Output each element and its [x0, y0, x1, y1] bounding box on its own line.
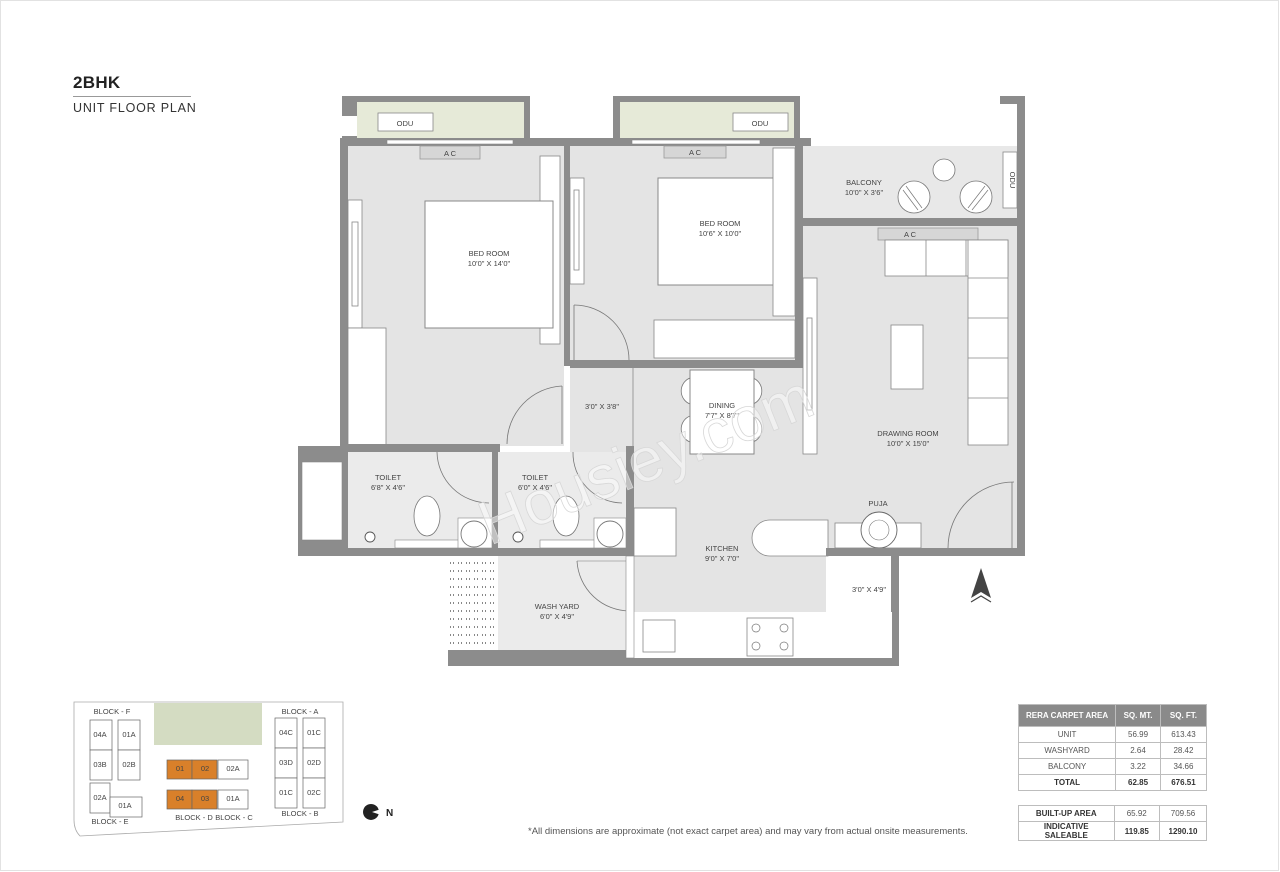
odu-label: ODU [397, 119, 414, 128]
room-washyard: WASH YARD 6'0" X 4'9" [448, 556, 631, 666]
ac-label: A C [444, 149, 457, 158]
room-dims: 10'0" X 3'6" [845, 188, 884, 197]
room-name: BALCONY [846, 178, 882, 187]
wall [570, 360, 805, 368]
room-bedroom-1: A C BED ROOM 10'0" X 14'0" [347, 139, 564, 446]
room-drawing-dining: A C DRAWING ROOM 10'0" X 15'0" DINING 7'… [570, 226, 1017, 549]
wall [298, 548, 634, 556]
svg-text:01C: 01C [307, 728, 321, 737]
wall [492, 446, 498, 556]
svg-text:04A: 04A [93, 730, 106, 739]
wall [891, 548, 899, 666]
col-header: SQ. FT. [1159, 704, 1208, 727]
unit-type-heading: 2BHK [73, 73, 121, 92]
room-toilet-1: TOILET 6'8" X 4'6" [298, 446, 493, 556]
room-dims: 10'6" X 10'0" [699, 229, 742, 238]
odu-balcony-right: ODU [613, 96, 800, 142]
room-dims: 7'7" X 8'7" [705, 411, 739, 420]
key-plan-open-space [154, 703, 262, 745]
wall [803, 218, 1017, 226]
room-name: TOILET [375, 473, 402, 482]
room-name: DINING [709, 401, 735, 410]
table-row: BUILT-UP AREA 65.92 709.56 [1018, 805, 1207, 822]
room-dims: 10'0" X 15'0" [887, 439, 930, 448]
svg-text:02: 02 [201, 764, 209, 773]
svg-text:01A: 01A [118, 801, 131, 810]
table-row: BALCONY 3.22 34.66 [1017, 758, 1208, 775]
svg-text:BLOCK - E: BLOCK - E [91, 817, 128, 826]
svg-text:01: 01 [176, 764, 184, 773]
rera-carpet-area-table: RERA CARPET AREA SQ. MT. SQ. FT. UNIT 56… [1017, 704, 1208, 791]
room-dims: 10'0" X 14'0" [468, 259, 511, 268]
ac-label: A C [689, 148, 702, 157]
svg-text:BLOCK - B: BLOCK - B [281, 809, 318, 818]
svg-text:01A: 01A [226, 794, 239, 803]
table-row: INDICATIVE SALEABLE 119.85 1290.10 [1018, 821, 1207, 841]
disclaimer-note: *All dimensions are approximate (not exa… [528, 826, 968, 837]
svg-text:02D: 02D [307, 758, 321, 767]
builtup-saleable-table: BUILT-UP AREA 65.92 709.56 INDICATIVE SA… [1018, 805, 1207, 841]
table-row: WASHYARD 2.64 28.42 [1017, 742, 1208, 759]
odu-label: ODU [1008, 172, 1017, 189]
svg-text:BLOCK - C: BLOCK - C [215, 813, 253, 822]
room-toilet-2: TOILET 6'0" X 4'6" [498, 451, 627, 549]
key-plan: BLOCK - F BLOCK - E 04A 01A 03B 02B 02A … [73, 701, 344, 837]
hob [746, 617, 794, 657]
svg-text:N: N [386, 808, 393, 819]
title-divider [73, 96, 191, 97]
kitchen-sink [642, 619, 676, 653]
room-bedroom-2: A C BED ROOM 10'6" X 10'0" [569, 139, 803, 361]
key-plan-north-icon: N [363, 803, 393, 820]
plan-subtitle: UNIT FLOOR PLAN [73, 101, 197, 115]
room-name: TOILET [522, 473, 549, 482]
svg-text:02A: 02A [226, 764, 239, 773]
svg-text:03B: 03B [93, 760, 106, 769]
wall [826, 548, 1017, 556]
room-dims: 6'0" X 4'6" [518, 483, 552, 492]
room-name: BED ROOM [469, 249, 510, 258]
svg-text:BLOCK - F: BLOCK - F [94, 707, 131, 716]
svg-text:02C: 02C [307, 788, 321, 797]
svg-text:BLOCK - A: BLOCK - A [282, 707, 319, 716]
room-kitchen: KITCHEN 9'0" X 7'0" 3'0" X 4'9" [633, 507, 886, 657]
table-total-row: TOTAL 62.85 676.51 [1017, 774, 1208, 791]
svg-text:01A: 01A [122, 730, 135, 739]
col-header: RERA CARPET AREA [1017, 704, 1117, 727]
wall [340, 444, 500, 452]
puja-label: PUJA [868, 499, 887, 508]
wall [625, 555, 635, 659]
room-name: KITCHEN [706, 544, 739, 553]
svg-text:BLOCK - D: BLOCK - D [175, 813, 213, 822]
room-name: WASH YARD [535, 602, 580, 611]
svg-text:03: 03 [201, 794, 209, 803]
north-arrow-icon [970, 568, 992, 603]
room-name: BED ROOM [700, 219, 741, 228]
col-header: SQ. MT. [1115, 704, 1161, 727]
svg-text:02A: 02A [93, 793, 106, 802]
wall [795, 146, 803, 368]
ac-label: A C [904, 230, 917, 239]
svg-text:02B: 02B [122, 760, 135, 769]
room-balcony: ODU BALCONY 10'0" X 3'6" [803, 146, 1018, 225]
odu-label: ODU [752, 119, 769, 128]
wall [564, 146, 570, 366]
room-dims: 3'0" X 3'8" [585, 402, 619, 411]
svg-text:03D: 03D [279, 758, 293, 767]
room-dims: 9'0" X 7'0" [705, 554, 739, 563]
wall [626, 446, 634, 556]
svg-text:04C: 04C [279, 728, 293, 737]
room-name: DRAWING ROOM [877, 429, 938, 438]
table-row: UNIT 56.99 613.43 [1017, 726, 1208, 743]
svg-text:01C: 01C [279, 788, 293, 797]
plan-title-block: 2BHK UNIT FLOOR PLAN [73, 73, 197, 115]
wall [448, 658, 898, 666]
room-dims: 3'0" X 4'9" [852, 585, 886, 594]
room-dims: 6'0" X 4'9" [540, 612, 574, 621]
odu-balcony-left: ODU [342, 96, 530, 142]
svg-text:04: 04 [176, 794, 184, 803]
room-dims: 6'8" X 4'6" [371, 483, 405, 492]
